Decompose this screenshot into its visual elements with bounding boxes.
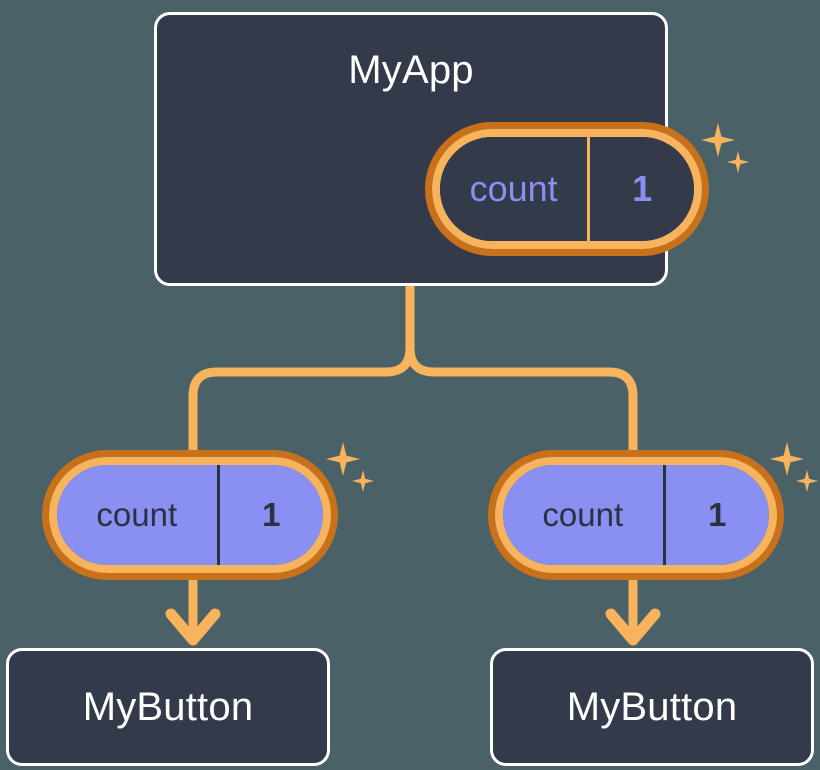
connector-branch-path: [405, 281, 638, 457]
sparkle-large-icon: [701, 123, 735, 157]
pill-outer-ring: count 1: [425, 122, 709, 256]
sparkle-large-icon: [326, 442, 360, 476]
sparkle-small-icon: [727, 151, 749, 173]
node-title-mybutton-right: MyButton: [566, 684, 738, 729]
state-pill-right[interactable]: count 1: [488, 450, 784, 580]
node-card-myapp[interactable]: MyApp count 1: [154, 12, 749, 286]
pill-body: count 1: [440, 137, 694, 241]
pill-outer-ring: count 1: [488, 450, 784, 580]
pill-body: count 1: [503, 465, 769, 565]
state-value-label: 1: [662, 465, 769, 565]
sparkle-small-icon: [352, 470, 374, 492]
state-value-label: 1: [587, 137, 694, 241]
node-title-mybutton-left: MyButton: [82, 684, 254, 729]
pill-inner-ring: count 1: [432, 129, 702, 249]
sparkle-small-icon: [796, 470, 818, 492]
state-key-label: count: [469, 168, 558, 209]
state-key-label: count: [96, 496, 178, 533]
node-card-mybutton-right[interactable]: MyButton: [490, 648, 814, 766]
connector-branch-path: [188, 281, 415, 457]
node-card-mybutton-left[interactable]: MyButton: [6, 648, 330, 766]
state-key-label: count: [542, 496, 624, 533]
state-pill-left[interactable]: count 1: [42, 450, 338, 580]
pill-inner-ring: count 1: [495, 457, 777, 573]
node-title-myapp: MyApp: [348, 48, 474, 92]
state-pill-myapp[interactable]: count 1: [425, 122, 709, 256]
sparkle-large-icon: [770, 442, 804, 476]
state-value-label: 1: [216, 465, 323, 565]
arrow-head-left-icon: [165, 608, 221, 646]
pill-body: count 1: [57, 465, 323, 565]
pill-inner-ring: count 1: [49, 457, 331, 573]
arrow-head-right-icon: [605, 608, 661, 646]
pill-outer-ring: count 1: [42, 450, 338, 580]
